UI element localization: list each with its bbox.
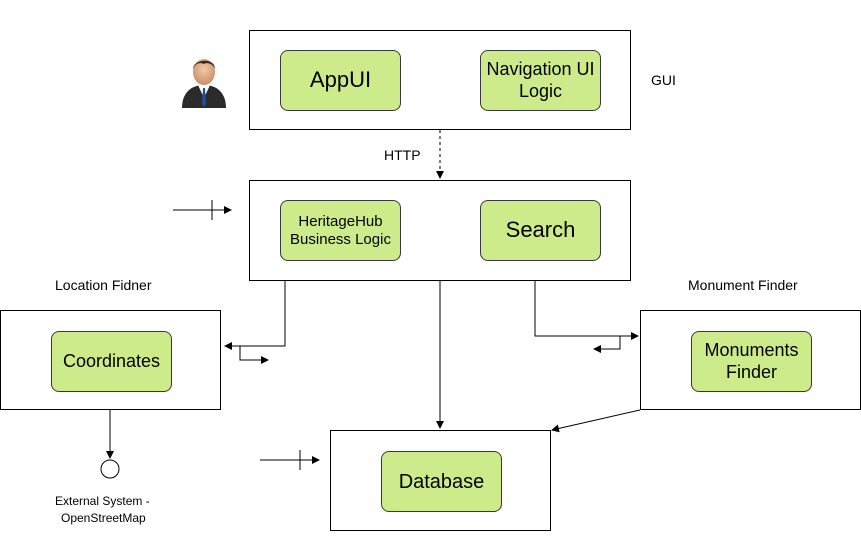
gui-label: GUI bbox=[651, 72, 676, 88]
search-component[interactable]: Search bbox=[480, 200, 601, 261]
navigation-ui-label-line2: Logic bbox=[518, 80, 563, 101]
appui-component[interactable]: AppUI bbox=[280, 50, 401, 111]
monuments-finder-component[interactable]: Monuments Finder bbox=[691, 331, 812, 392]
location-finder-container: Coordinates bbox=[0, 310, 221, 410]
navigation-ui-label-line1: Navigation UI bbox=[486, 58, 595, 79]
external-system-label-line2: OpenStreetMap bbox=[61, 511, 146, 525]
external-system-label-line1: External System - bbox=[55, 494, 150, 508]
monument-finder-container: Monuments Finder bbox=[640, 310, 861, 410]
external-interface-circle bbox=[100, 459, 120, 479]
monuments-finder-label-line2: Finder bbox=[725, 361, 778, 382]
monument-to-database-connector bbox=[551, 409, 641, 433]
search-label: Search bbox=[505, 217, 576, 243]
heritagehub-label-line2: Business Logic bbox=[290, 230, 391, 248]
coordinates-label: Coordinates bbox=[62, 350, 161, 371]
business-to-monument-connector bbox=[534, 281, 639, 340]
appui-label: AppUI bbox=[309, 67, 372, 93]
gui-container: AppUI Navigation UI Logic bbox=[249, 30, 631, 130]
coordinates-component[interactable]: Coordinates bbox=[51, 331, 172, 392]
monuments-finder-label-line1: Monuments bbox=[704, 339, 799, 360]
business-to-location-connector bbox=[224, 281, 286, 350]
database-container: Database bbox=[330, 430, 551, 531]
user-icon bbox=[182, 59, 226, 108]
location-finder-label: Location Fidner bbox=[55, 277, 152, 293]
heritagehub-business-logic-component[interactable]: HeritageHub Business Logic bbox=[280, 200, 401, 261]
location-small-connector bbox=[239, 346, 269, 364]
navigation-ui-logic-component[interactable]: Navigation UI Logic bbox=[480, 50, 601, 111]
monument-finder-label: Monument Finder bbox=[688, 277, 798, 293]
database-label: Database bbox=[398, 470, 485, 493]
monument-small-connector bbox=[593, 336, 621, 353]
heritagehub-label-line1: HeritageHub bbox=[298, 212, 383, 230]
database-component[interactable]: Database bbox=[381, 451, 502, 512]
http-label: HTTP bbox=[384, 147, 421, 163]
business-container: HeritageHub Business Logic Search bbox=[249, 180, 631, 281]
